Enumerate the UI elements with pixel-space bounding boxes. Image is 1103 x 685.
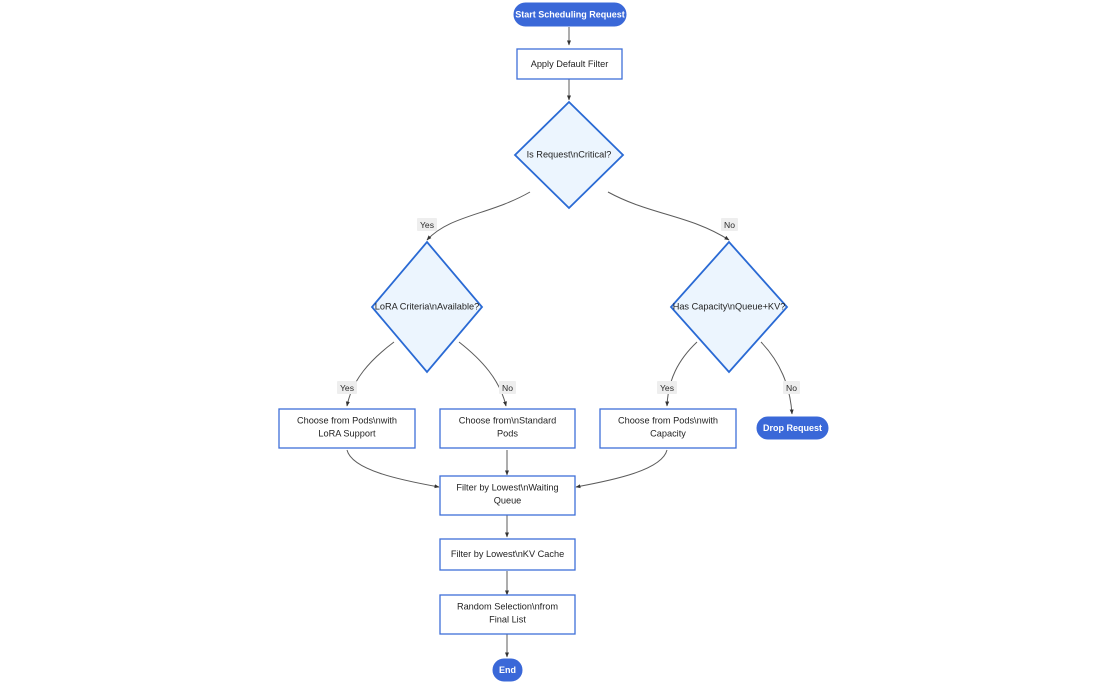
node-choose-pods-capacity[interactable]: Choose from Pods\nwith Capacity [599, 408, 737, 449]
edge-label-critical-yes: Yes [417, 218, 437, 231]
edge-critical-to-lora [426, 191, 531, 241]
node-choose-pods-capacity-line2: Capacity [650, 428, 686, 438]
edge-capacity-to-drop [760, 341, 794, 415]
edge-lora-to-stdpods [458, 341, 507, 407]
edge-label-text: Yes [340, 383, 354, 393]
node-choose-pods-lora-support-line1: Choose from Pods\nwith [297, 415, 397, 425]
edge-critical-to-capacity [607, 191, 730, 241]
node-layer: Start Scheduling Request Apply Default F… [278, 2, 829, 682]
edge-capacity-to-cappods [665, 341, 698, 407]
edge-cappods-to-queuefilter [575, 449, 668, 489]
node-choose-standard-pods-line1: Choose from\nStandard [459, 415, 557, 425]
edge-label-text: Yes [660, 383, 674, 393]
edge-layer [345, 27, 794, 658]
node-is-request-critical-label: Is Request\nCritical? [527, 149, 612, 159]
node-end[interactable]: End [492, 658, 523, 682]
node-choose-pods-capacity-line1: Choose from Pods\nwith [618, 415, 718, 425]
node-filter-kv-cache-label: Filter by Lowest\nKV Cache [451, 549, 564, 559]
node-choose-standard-pods[interactable]: Choose from\nStandard Pods [439, 408, 576, 449]
node-random-selection-line2: Final List [489, 614, 526, 624]
node-choose-pods-lora-support-line2: LoRA Support [318, 428, 376, 438]
node-drop-request[interactable]: Drop Request [756, 416, 829, 440]
edge-label-layer: Yes No Yes No Yes No [337, 218, 800, 394]
edge-label-critical-no: No [721, 218, 738, 231]
node-choose-pods-lora-support[interactable]: Choose from Pods\nwith LoRA Support [278, 408, 416, 449]
node-filter-waiting-queue-line2: Queue [494, 495, 522, 505]
node-lora-criteria-available-label: LoRA Criteria\nAvailable? [375, 301, 480, 311]
node-random-selection[interactable]: Random Selection\nfrom Final List [439, 594, 576, 635]
node-drop-request-label: Drop Request [763, 423, 822, 433]
edge-label-text: No [502, 383, 513, 393]
node-start-label: Start Scheduling Request [515, 9, 625, 19]
node-has-capacity-queue-kv[interactable]: Has Capacity\nQueue+KV? [669, 240, 789, 374]
edge-label-lora-yes: Yes [337, 381, 357, 394]
edge-label-lora-no: No [499, 381, 516, 394]
edge-label-capacity-no: No [783, 381, 800, 394]
node-random-selection-line1: Random Selection\nfrom [457, 601, 558, 611]
node-start[interactable]: Start Scheduling Request [513, 2, 627, 27]
edge-label-text: Yes [420, 220, 434, 230]
node-is-request-critical[interactable]: Is Request\nCritical? [513, 100, 625, 210]
edge-lora-to-lorapods [345, 341, 395, 407]
edge-label-text: No [724, 220, 735, 230]
node-has-capacity-queue-kv-label: Has Capacity\nQueue+KV? [673, 301, 786, 311]
node-filter-kv-cache[interactable]: Filter by Lowest\nKV Cache [439, 538, 576, 571]
node-apply-default-filter-label: Apply Default Filter [531, 59, 609, 69]
node-end-label: End [499, 665, 516, 675]
edge-label-capacity-yes: Yes [657, 381, 677, 394]
node-filter-waiting-queue-line1: Filter by Lowest\nWaiting [456, 482, 558, 492]
node-choose-standard-pods-line2: Pods [497, 428, 518, 438]
edge-label-text: No [786, 383, 797, 393]
node-apply-default-filter[interactable]: Apply Default Filter [516, 48, 623, 80]
edge-lorapods-to-queuefilter [346, 449, 440, 489]
node-lora-criteria-available[interactable]: LoRA Criteria\nAvailable? [370, 240, 484, 374]
node-filter-waiting-queue[interactable]: Filter by Lowest\nWaiting Queue [439, 475, 576, 516]
